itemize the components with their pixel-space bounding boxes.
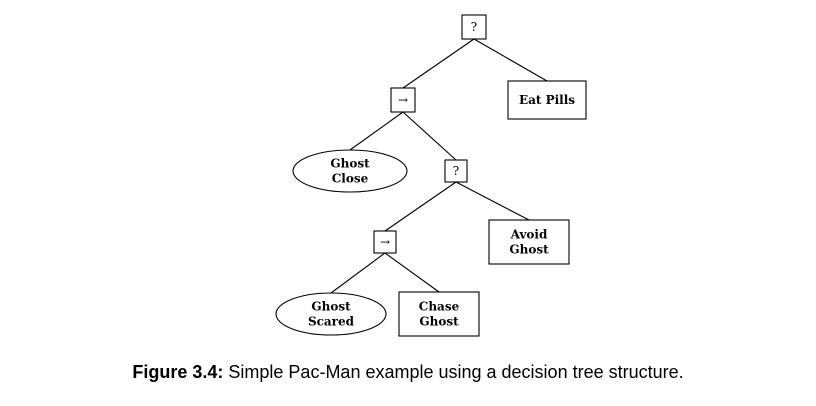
node-sel-root: ? bbox=[461, 14, 487, 40]
node-label-ghost-close-0: Ghost bbox=[330, 157, 370, 171]
edge-seq-2-to-ghost-scared bbox=[330, 252, 386, 294]
node-label-ghost-scared-0: Ghost bbox=[311, 300, 351, 314]
node-eat-pills: Eat Pills bbox=[507, 80, 587, 120]
node-label-chase-ghost-1: Ghost bbox=[419, 315, 459, 329]
edge-sel-2-to-seq-2 bbox=[384, 181, 457, 232]
caption-text: Simple Pac-Man example using a decision … bbox=[228, 362, 684, 382]
tree-edges bbox=[330, 38, 548, 294]
node-shape-chase-ghost bbox=[398, 291, 480, 337]
node-shape-ghost-scared bbox=[275, 292, 387, 336]
node-sel-2: ? bbox=[444, 159, 468, 183]
tree-nodes: ?→Eat PillsGhostClose?→AvoidGhostGhostSc… bbox=[275, 14, 587, 337]
node-label-eat-pills-0: Eat Pills bbox=[519, 93, 575, 107]
edge-sel-2-to-avoid-ghost bbox=[455, 181, 530, 221]
node-seq-1: → bbox=[390, 87, 416, 113]
node-shape-seq-2 bbox=[373, 230, 397, 254]
edge-seq-1-to-ghost-close bbox=[349, 111, 404, 151]
caption-label: Figure 3.4: bbox=[132, 362, 224, 382]
node-shape-seq-1 bbox=[390, 87, 416, 113]
node-shape-sel-2 bbox=[444, 159, 468, 183]
node-symbol-seq-1: → bbox=[398, 93, 408, 107]
node-label-avoid-ghost-1: Ghost bbox=[509, 243, 549, 257]
edge-sel-root-to-eat-pills bbox=[473, 38, 548, 82]
node-shape-avoid-ghost bbox=[488, 219, 570, 265]
node-label-ghost-scared-1: Scared bbox=[308, 315, 355, 329]
node-label-avoid-ghost-0: Avoid bbox=[510, 228, 548, 242]
node-label-chase-ghost-0: Chase bbox=[419, 300, 460, 314]
edge-sel-root-to-seq-1 bbox=[402, 38, 475, 89]
node-symbol-seq-2: → bbox=[380, 235, 390, 249]
node-seq-2: → bbox=[373, 230, 397, 254]
node-shape-eat-pills bbox=[507, 80, 587, 120]
node-shape-ghost-close bbox=[292, 149, 408, 193]
node-shape-sel-root bbox=[461, 14, 487, 40]
edge-seq-2-to-chase-ghost bbox=[384, 252, 440, 293]
figure-caption: Figure 3.4: Simple Pac-Man example using… bbox=[0, 362, 816, 383]
node-symbol-sel-2: ? bbox=[453, 164, 459, 178]
node-label-ghost-close-1: Close bbox=[332, 172, 369, 186]
node-symbol-sel-root: ? bbox=[471, 20, 477, 34]
edge-seq-1-to-sel-2 bbox=[402, 111, 457, 161]
